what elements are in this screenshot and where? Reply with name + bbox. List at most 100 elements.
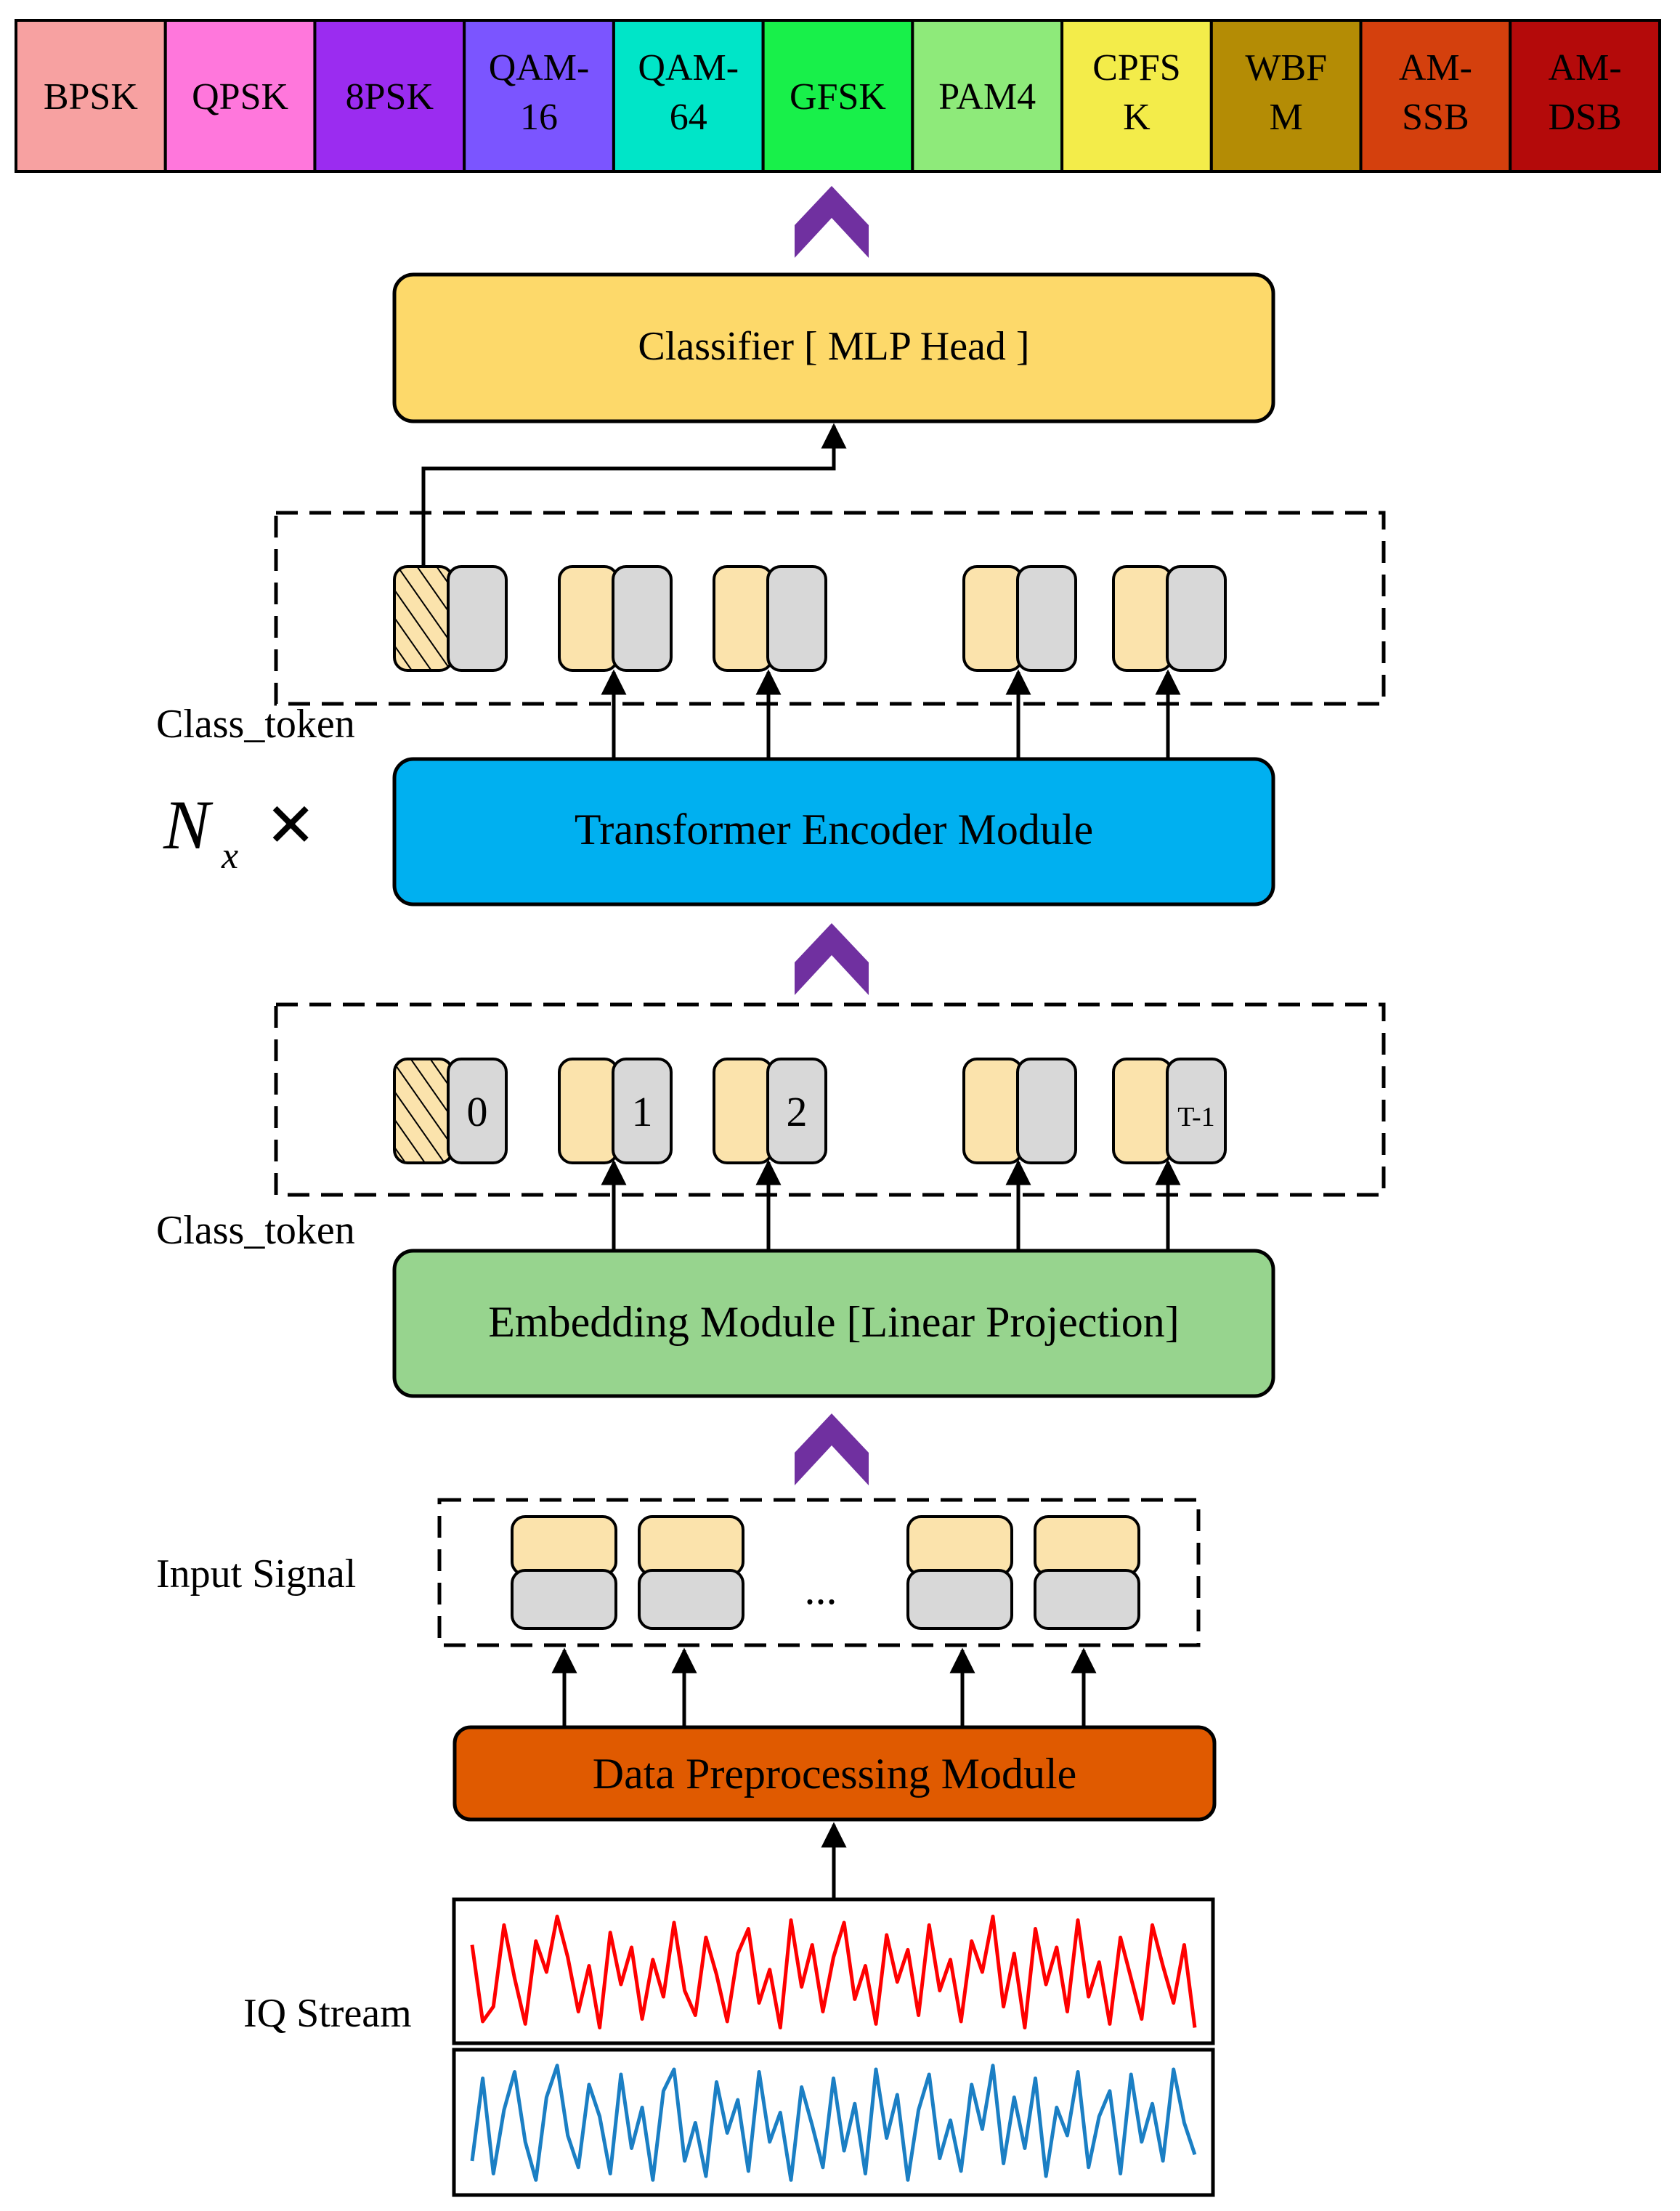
input-token	[638, 1515, 744, 1630]
token-patch	[1112, 565, 1173, 672]
input-token-i	[1034, 1515, 1140, 1576]
patch-token: 1	[558, 1058, 673, 1164]
input-token	[906, 1515, 1013, 1630]
class-label-line: SSB	[1402, 97, 1469, 138]
embedding-output-group	[274, 1002, 1386, 1197]
class-cell: PAM4	[911, 19, 1064, 173]
class-label: 8PSK	[346, 76, 434, 118]
data-preprocessing-module: Data Preprocessing Module	[453, 1725, 1217, 1822]
token-position	[1166, 1058, 1227, 1164]
input-token-q	[906, 1569, 1013, 1630]
token-position	[766, 565, 827, 672]
class-cell: QAM- 16	[463, 19, 615, 173]
class-label: GFSK	[790, 76, 886, 118]
class-token-label-top: Class_token	[156, 702, 355, 747]
repeat-times-icon: ✕	[265, 792, 316, 860]
patch-token: 2	[713, 1058, 827, 1164]
input-token	[1034, 1515, 1140, 1630]
input-token-q	[1034, 1569, 1140, 1630]
patch-token	[962, 1058, 1077, 1164]
classifier-module: Classifier [ MLP Head ]	[392, 272, 1275, 423]
q-channel-waveform	[470, 2064, 1197, 2182]
input-signal-group	[437, 1498, 1201, 1647]
class-label-line: WBF	[1245, 47, 1327, 89]
q-channel-panel	[452, 2048, 1215, 2197]
token-position	[447, 565, 508, 672]
patch-token	[558, 565, 673, 672]
class-token-patch	[393, 1058, 454, 1164]
class-cell-bg	[313, 19, 466, 173]
token-patch	[1112, 1058, 1173, 1164]
token-patch	[558, 565, 619, 672]
embedding-output-arrows	[601, 1159, 1181, 1251]
class-label-line: DSB	[1549, 97, 1622, 138]
repeat-symbol: N	[163, 786, 214, 864]
embedding-output-tokens: 0 1 2 T-1	[393, 1058, 1227, 1164]
preprocessing-output-arrows	[551, 1647, 1097, 1727]
position-index: T-1	[1177, 1102, 1214, 1132]
token-position	[1016, 565, 1077, 672]
token-position	[447, 1058, 508, 1164]
class-token-patch	[393, 565, 454, 672]
class-label: QAM- 16	[489, 47, 590, 138]
class-token	[393, 565, 508, 672]
chevron-up-icon	[795, 923, 869, 995]
class-label: AM- DSB	[1549, 47, 1622, 138]
input-token	[511, 1515, 617, 1630]
input-token-i	[638, 1515, 744, 1576]
token-position	[612, 1058, 673, 1164]
class-label-line: CPFS	[1092, 47, 1180, 89]
class-cell: WBF M	[1209, 19, 1363, 173]
position-index: 2	[787, 1088, 808, 1135]
class-label-line: QAM-	[489, 47, 590, 89]
class-label-line: AM-	[1399, 47, 1472, 89]
class-label-line: 16	[520, 97, 558, 138]
token-patch	[962, 565, 1023, 672]
position-index: 1	[632, 1088, 653, 1135]
class-label: QPSK	[192, 76, 288, 118]
class-token-to-classifier-arrow	[421, 423, 847, 567]
patch-token	[962, 565, 1077, 672]
iq-stream-label: IQ Stream	[243, 1991, 412, 2036]
patch-token	[713, 565, 827, 672]
classifier-label: Classifier [ MLP Head ]	[638, 324, 1029, 369]
class-cell-bg	[761, 19, 914, 173]
class-cell-bg	[163, 19, 317, 173]
repeat-count-label: N x ✕	[163, 786, 316, 877]
input-signal-label: Input Signal	[156, 1551, 356, 1597]
class-cell-bg	[1060, 19, 1213, 173]
class-cell-bg	[1209, 19, 1363, 173]
token-patch	[713, 565, 774, 672]
class-cell: 8PSK	[313, 19, 466, 173]
class-cell: QPSK	[163, 19, 317, 173]
class-label: WBF M	[1245, 47, 1327, 138]
i-channel-waveform	[470, 1915, 1197, 2029]
repeat-subscript: x	[221, 835, 238, 877]
class-label: BPSK	[44, 76, 139, 118]
token-position	[1166, 565, 1227, 672]
input-signal-tokens	[511, 1515, 1140, 1630]
patch-token	[1112, 565, 1227, 672]
class-label-line: M	[1270, 97, 1303, 138]
embedding-label: Embedding Module [Linear Projection]	[488, 1298, 1179, 1346]
class-cell: GFSK	[761, 19, 914, 173]
class-cell-bg	[911, 19, 1064, 173]
class-token: 0	[393, 1058, 508, 1164]
class-label-line: AM-	[1549, 47, 1622, 89]
transformer-encoder-module: Transformer Encoder Module	[392, 757, 1275, 906]
class-cell: AM- DSB	[1509, 19, 1661, 173]
input-token-i	[906, 1515, 1013, 1576]
class-cell-bg	[15, 19, 167, 173]
class-label: PAM4	[938, 76, 1036, 118]
token-position	[766, 1058, 827, 1164]
class-cell: QAM-64	[612, 19, 765, 173]
token-patch	[962, 1058, 1023, 1164]
class-cell-bg	[1359, 19, 1512, 173]
token-position	[612, 565, 673, 672]
class-cell-bg	[1509, 19, 1661, 173]
chevron-up-icon	[795, 1413, 869, 1485]
